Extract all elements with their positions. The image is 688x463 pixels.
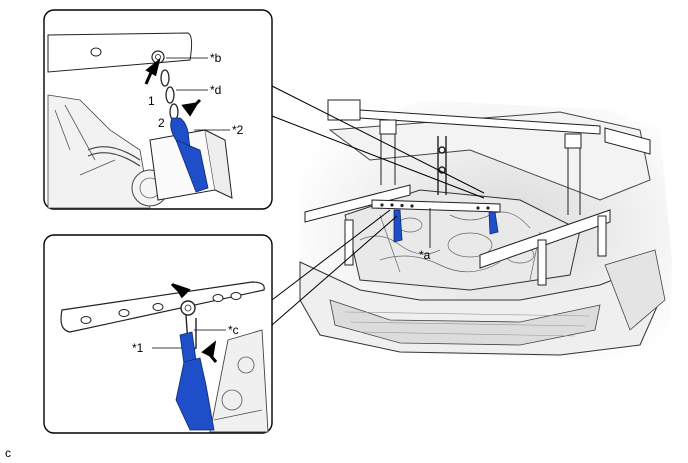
callout1-leaders <box>166 57 230 131</box>
callout2-leaders <box>152 329 226 349</box>
footer-code: c <box>5 446 11 460</box>
label-star-1: *1 <box>132 341 144 355</box>
label-d: *d <box>210 83 221 97</box>
label-1: 1 <box>148 94 155 108</box>
label-c: *c <box>228 323 239 337</box>
zoom-lines <box>271 85 485 326</box>
label-b: *b <box>210 51 222 65</box>
callout-top-left <box>43 9 273 210</box>
label-star-2: *2 <box>232 123 244 137</box>
callout-bottom-left <box>43 234 273 434</box>
label-2: 2 <box>158 116 165 130</box>
engine-bay-illustration <box>299 99 672 360</box>
label-a: *a <box>419 248 431 262</box>
